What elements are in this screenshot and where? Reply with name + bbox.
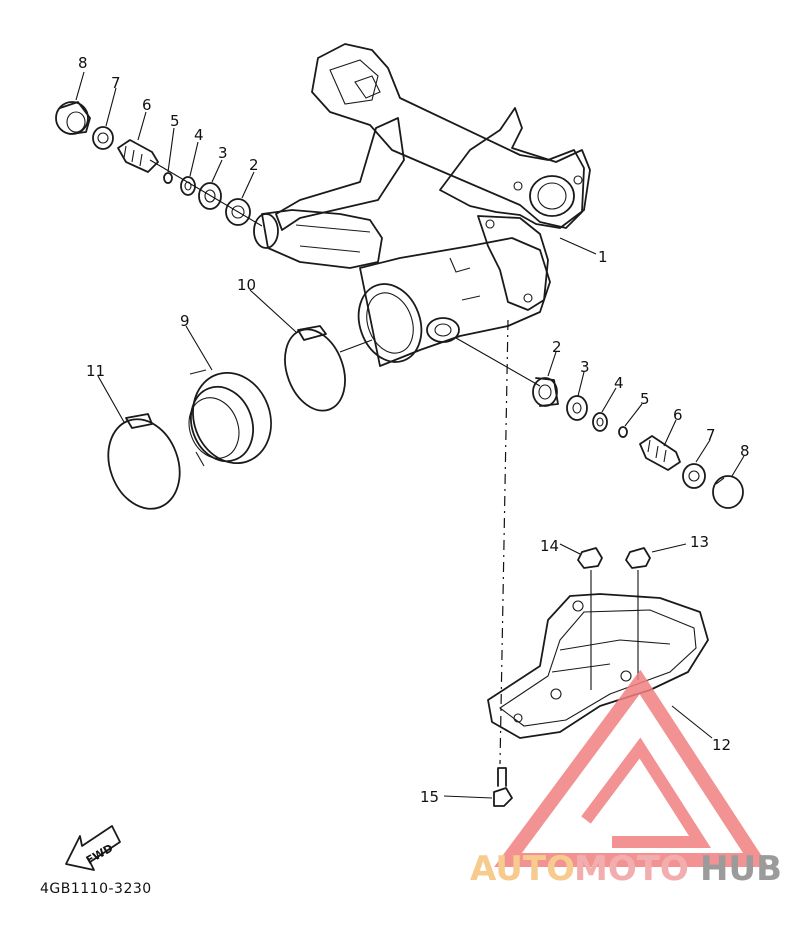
callout-6-left: 6 [142,96,152,114]
callout-7-right: 7 [706,426,716,444]
callout-10: 10 [237,276,256,294]
callout-14: 14 [540,537,559,555]
watermark-text-auto: AUTO [470,849,575,889]
fwd-label: FWD [84,841,115,867]
watermark: AUTO MOTO HUB [470,669,782,889]
callout-12: 12 [712,736,731,754]
swing-arm [253,43,591,367]
callout-6-right: 6 [673,406,683,424]
callout-4-right: 4 [614,374,624,392]
callout-2-right: 2 [552,338,562,356]
leader-lines [75,71,745,799]
watermark-text-moto: MOTO [574,849,689,889]
callout-11: 11 [86,362,105,380]
callout-13: 13 [690,533,709,551]
callout-15: 15 [420,788,439,806]
callout-5-left: 5 [170,112,180,130]
callout-3-right: 3 [580,358,590,376]
callout-5-right: 5 [640,390,650,408]
watermark-text-hub: HUB [700,849,782,889]
right-hardware-stack [532,377,744,509]
boot-and-clamps [107,325,346,510]
callout-1: 1 [598,248,608,266]
fwd-arrow: FWD [65,825,121,871]
callout-8-right: 8 [740,442,750,460]
callout-labels: 8 7 6 5 4 3 2 1 10 9 11 2 3 4 5 6 7 8 14… [78,54,750,806]
watermark-logo-icon [494,669,769,867]
callout-2-left: 2 [249,156,259,174]
callout-7-left: 7 [111,74,121,92]
drawing-code: 4GB1110-3230 [40,881,152,897]
callout-9: 9 [180,312,190,330]
callout-4-left: 4 [194,126,204,144]
callout-3-left: 3 [218,144,228,162]
skid-plate [487,547,709,807]
callout-8-left: 8 [78,54,88,72]
